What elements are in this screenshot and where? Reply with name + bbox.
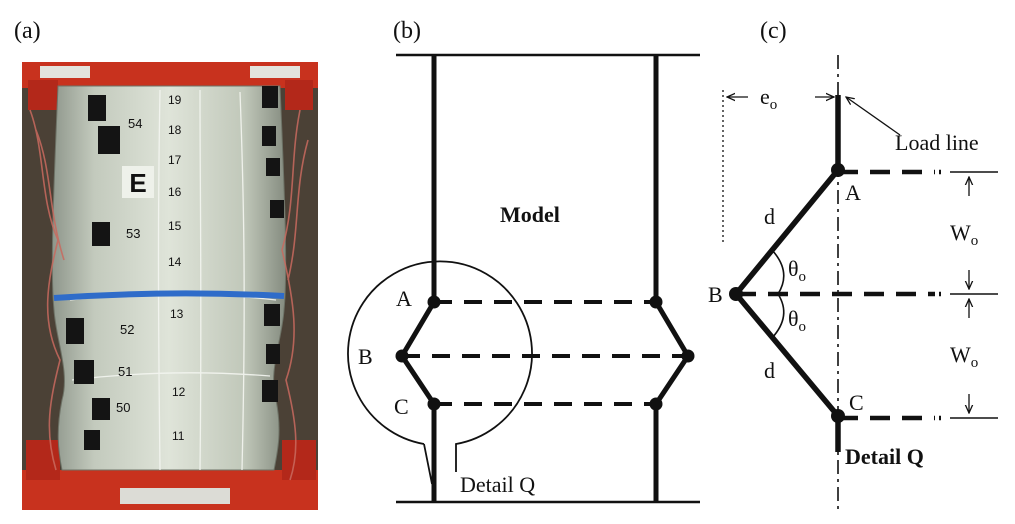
- svg-text:14: 14: [168, 255, 182, 269]
- node-c-right: [649, 397, 663, 411]
- node-a-left: [427, 295, 441, 309]
- panel-b-label: (b): [393, 18, 421, 44]
- angle-arc-upper: [771, 249, 785, 295]
- node-c-left: [427, 397, 441, 411]
- angle-theta-upper: θo: [788, 256, 806, 285]
- node-b-right: [681, 349, 695, 363]
- detail-q-label: Detail Q: [460, 472, 535, 497]
- svg-text:12: 12: [172, 385, 186, 399]
- detail-node-c: [831, 409, 845, 423]
- model-node-a-label: A: [396, 286, 412, 311]
- scale-numbers-right: 19 18 17 16 15 14 13 12 11: [168, 93, 186, 443]
- panel-c-label: (c): [760, 18, 787, 44]
- left-wall: [399, 55, 437, 502]
- cylinder-body: [51, 85, 287, 471]
- svg-text:17: 17: [168, 153, 182, 167]
- detail-q-callout: [347, 260, 533, 485]
- photo-panel-letter: E: [129, 168, 146, 198]
- right-wall: [653, 55, 691, 502]
- node-a-right: [649, 295, 663, 309]
- detail-node-b-label: B: [708, 282, 723, 307]
- scale-numbers-left: 54 53 52 51 50: [116, 116, 142, 415]
- model-node-c-label: C: [394, 394, 409, 419]
- detail-q-title: Detail Q: [845, 444, 924, 469]
- load-line-pointer: [846, 97, 901, 136]
- detail-node-a-label: A: [845, 180, 861, 205]
- blue-band: [53, 290, 285, 301]
- detail-nodes: [729, 163, 845, 423]
- svg-text:50: 50: [116, 400, 130, 415]
- node-b-left: [395, 349, 409, 363]
- length-d-upper: d: [764, 204, 775, 229]
- svg-text:13: 13: [170, 307, 184, 321]
- svg-text:53: 53: [126, 226, 140, 241]
- detail-node-b: [729, 287, 743, 301]
- angle-theta-lower: θo: [788, 306, 806, 335]
- model-nodes: [395, 295, 695, 411]
- specimen-photo: E 54 53 52 51 50 19 18 17 16 15 14 13 12…: [22, 62, 318, 510]
- length-d-lower: d: [764, 358, 775, 383]
- model-node-b-label: B: [358, 344, 373, 369]
- svg-text:52: 52: [120, 322, 134, 337]
- width-w-lower: Wo: [950, 342, 978, 371]
- svg-text:19: 19: [168, 93, 182, 107]
- gauge-tapes: [66, 86, 284, 450]
- angle-arc-lower: [771, 293, 785, 339]
- svg-text:54: 54: [128, 116, 142, 131]
- eccentricity-label: eo: [760, 84, 777, 113]
- width-w-upper: Wo: [950, 220, 978, 249]
- detail-wall: [732, 95, 841, 452]
- model-diagram: [347, 53, 700, 504]
- svg-text:11: 11: [172, 429, 185, 443]
- top-frame: [22, 62, 318, 110]
- svg-text:51: 51: [118, 364, 132, 379]
- svg-text:18: 18: [168, 123, 182, 137]
- svg-text:15: 15: [168, 219, 182, 233]
- gauge-wires: [29, 109, 309, 481]
- detail-node-a: [831, 163, 845, 177]
- detail-node-c-label: C: [849, 390, 864, 415]
- load-line-label: Load line: [895, 130, 979, 155]
- bottom-frame: [22, 440, 318, 510]
- panel-a-label: (a): [14, 18, 41, 44]
- svg-text:16: 16: [168, 185, 182, 199]
- model-label: Model: [500, 202, 560, 227]
